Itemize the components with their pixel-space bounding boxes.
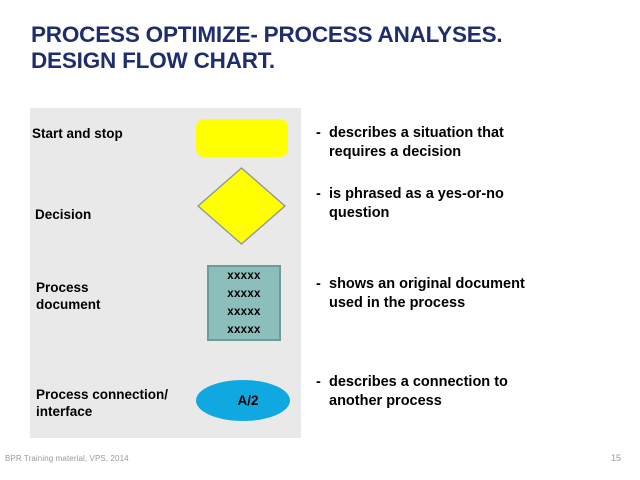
legend-row-decision: Decision — [30, 167, 301, 263]
description-text: shows an original document used in the p… — [329, 276, 525, 311]
legend-row-process-document: Process document xxxxx xxxxx xxxxx xxxxx — [30, 263, 301, 373]
connection-shape-label: A/2 — [237, 393, 259, 408]
page-title-line-1: PROCESS OPTIMIZE- PROCESS ANALYSES. — [31, 22, 503, 47]
start-and-stop-shape-icon — [196, 119, 288, 157]
process-connection-ellipse-shape-icon: A/2 — [196, 380, 290, 421]
description-item-process-connection: - describes a connection to another proc… — [316, 373, 508, 411]
legend-row-start-and-stop: Start and stop — [30, 108, 301, 168]
bullet-dash-icon: - — [316, 276, 321, 292]
document-text-line: xxxxx — [227, 306, 261, 318]
legend-label-process-connection: Process connection/ interface — [36, 387, 169, 419]
decision-diamond-shape-icon — [197, 167, 286, 245]
document-text-line: xxxxx — [227, 270, 261, 282]
description-item-start-and-stop: - describes a situation that requires a … — [316, 124, 504, 162]
page-title-line-2: DESIGN FLOW CHART. — [31, 48, 275, 73]
legend-label-start-and-stop: Start and stop — [32, 126, 123, 141]
description-text: describes a situation that requires a de… — [329, 125, 504, 160]
footer-page-number: 15 — [610, 453, 621, 463]
description-text: is phrased as a yes-or-no question — [329, 186, 504, 221]
description-item-decision: - is phrased as a yes-or-no question — [316, 185, 504, 223]
bullet-dash-icon: - — [316, 125, 321, 141]
document-text-line: xxxxx — [227, 324, 261, 336]
description-item-process-document: - shows an original document used in the… — [316, 275, 525, 313]
page-title: PROCESS OPTIMIZE- PROCESS ANALYSES. DESI… — [31, 22, 611, 74]
bullet-dash-icon: - — [316, 186, 321, 202]
legend-label-decision: Decision — [35, 207, 92, 222]
legend-row-process-connection: Process connection/ interface A/2 — [30, 373, 301, 438]
footer-source-text: BPR Training material, VPS, 2014 — [5, 454, 129, 463]
flowchart-legend-panel: Start and stop Decision Process document… — [30, 108, 301, 438]
legend-label-process-document: Process document — [36, 280, 101, 312]
document-text-line: xxxxx — [227, 288, 261, 300]
bullet-dash-icon: - — [316, 374, 321, 390]
process-document-shape-icon: xxxxx xxxxx xxxxx xxxxx — [207, 265, 281, 341]
description-text: describes a connection to another proces… — [329, 374, 508, 409]
